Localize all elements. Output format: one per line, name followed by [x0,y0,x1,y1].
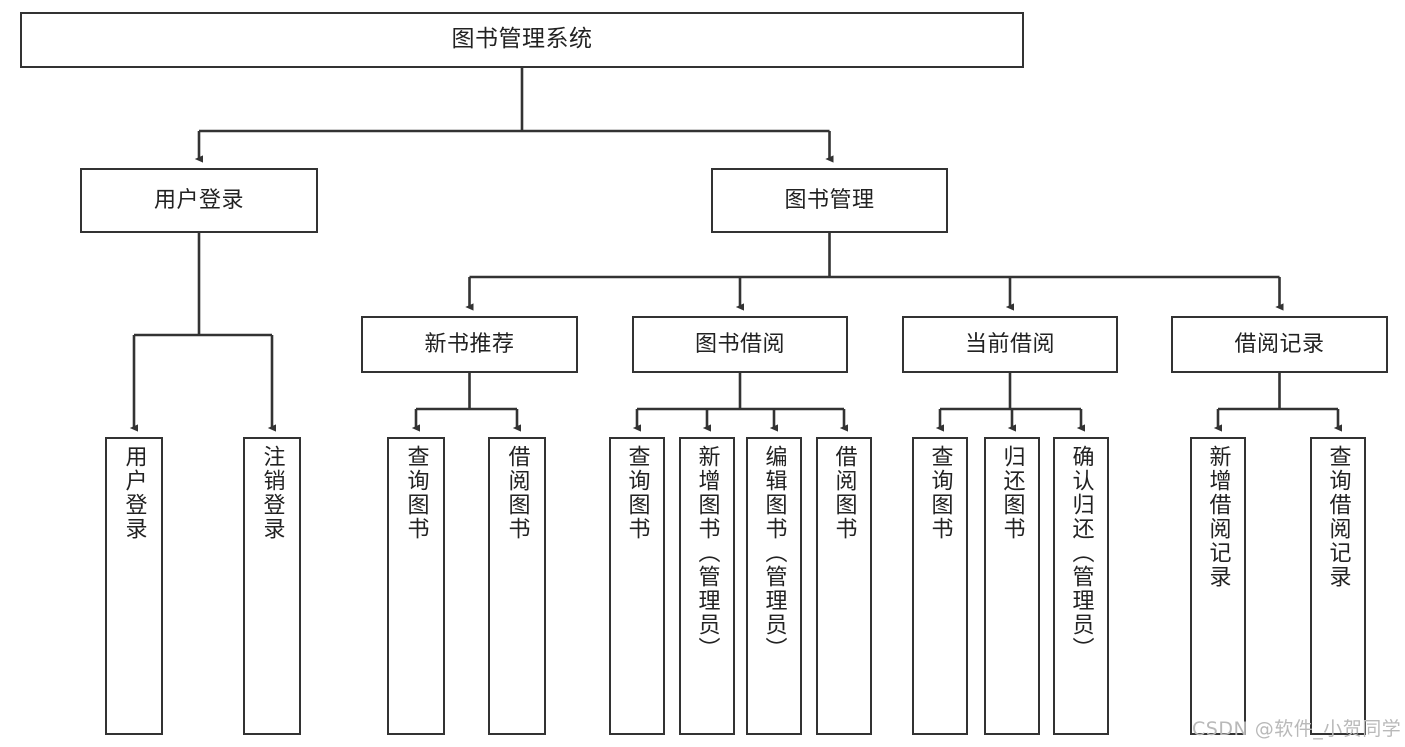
leaf-borrow-book[interactable]: 借阅图书 [816,437,872,735]
node-current-borrow[interactable]: 当前借阅 [902,316,1118,373]
node-label: 确认归还（管理员） [1068,445,1094,661]
leaf-add-borrow-record[interactable]: 新增借阅记录 [1190,437,1246,735]
node-label: 查询借阅记录 [1325,445,1351,589]
node-root-system[interactable]: 图书管理系统 [20,12,1024,68]
leaf-borrow-books-recommend[interactable]: 借阅图书 [488,437,546,735]
node-label: 图书管理系统 [451,26,593,53]
node-label: 查询图书 [927,445,953,541]
node-label: 新增借阅记录 [1205,445,1231,589]
leaf-edit-book-admin[interactable]: 编辑图书（管理员） [746,437,802,735]
node-label: 借阅记录 [1234,331,1325,357]
leaf-query-books-recommend[interactable]: 查询图书 [387,437,445,735]
node-label: 用户登录 [121,445,147,541]
node-label: 查询图书 [403,445,429,541]
node-label: 新增图书（管理员） [694,445,720,661]
leaf-logout[interactable]: 注销登录 [243,437,301,735]
node-book-borrow[interactable]: 图书借阅 [632,316,848,373]
node-label: 查询图书 [624,445,650,541]
node-label: 借阅图书 [504,445,530,541]
leaf-query-books-current[interactable]: 查询图书 [912,437,968,735]
csdn-watermark: CSDN @软件_小贺同学 [1192,718,1402,740]
node-borrow-records[interactable]: 借阅记录 [1171,316,1388,373]
leaf-add-book-admin[interactable]: 新增图书（管理员） [679,437,735,735]
node-label: 图书借阅 [694,331,785,357]
node-label: 借阅图书 [831,445,857,541]
leaf-query-borrow-record[interactable]: 查询借阅记录 [1310,437,1366,735]
leaf-return-book[interactable]: 归还图书 [984,437,1040,735]
node-label: 注销登录 [259,445,285,541]
leaf-confirm-return-admin[interactable]: 确认归还（管理员） [1053,437,1109,735]
node-label: 图书管理 [784,187,875,213]
node-label: 用户登录 [153,187,244,213]
node-book-management[interactable]: 图书管理 [711,168,948,233]
node-new-book-recommend[interactable]: 新书推荐 [361,316,578,373]
node-label: 编辑图书（管理员） [761,445,787,661]
leaf-query-books[interactable]: 查询图书 [609,437,665,735]
node-label: 归还图书 [999,445,1025,541]
node-label: 新书推荐 [424,331,515,357]
node-user-login[interactable]: 用户登录 [80,168,318,233]
node-label: 当前借阅 [964,331,1055,357]
leaf-user-login[interactable]: 用户登录 [105,437,163,735]
